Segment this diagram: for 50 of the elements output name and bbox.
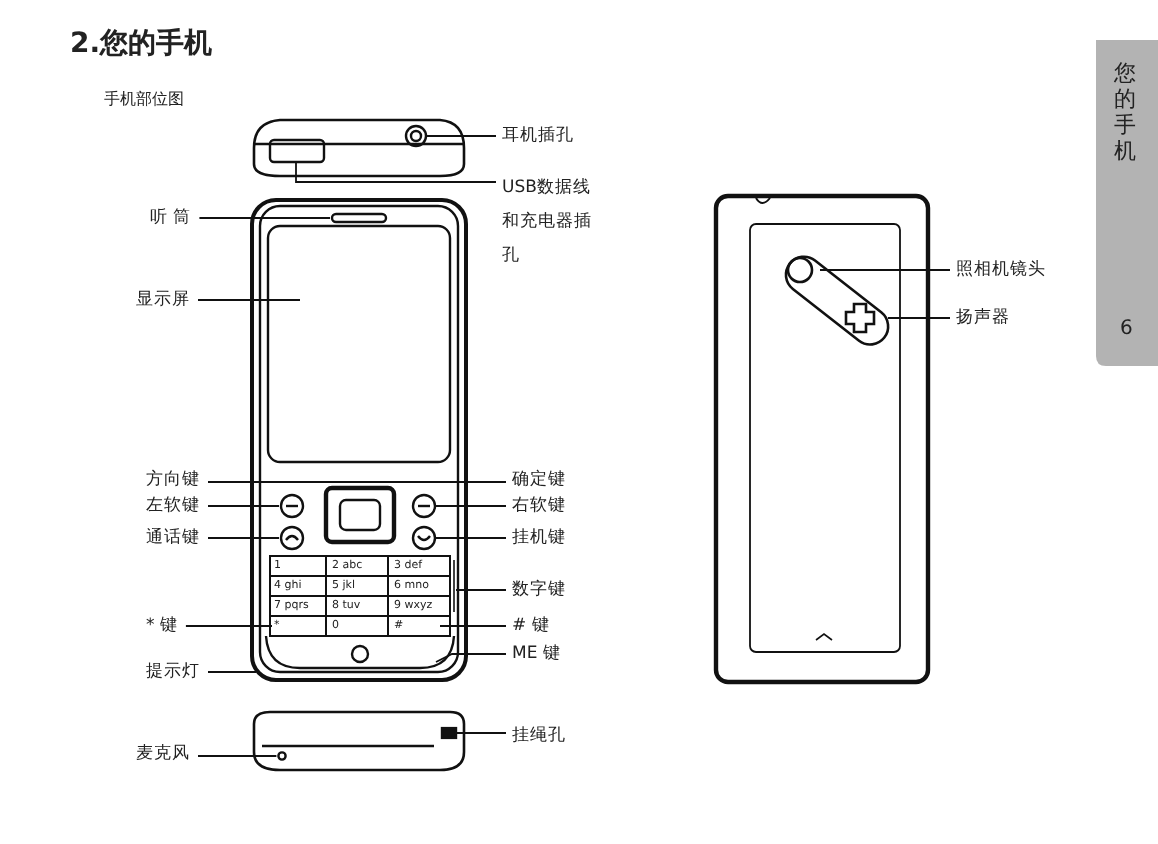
leader-line <box>455 589 507 591</box>
leader-line <box>435 653 507 663</box>
microphone-hole <box>277 751 287 761</box>
part-label: 挂机键 <box>512 528 566 548</box>
soft-key <box>279 493 305 519</box>
figure-caption: 手机部位图 <box>104 90 184 110</box>
end-key <box>411 525 437 551</box>
part-label: 麦克风 <box>136 744 190 764</box>
leader-line <box>359 481 507 483</box>
part-label: 挂绳孔 <box>512 726 566 746</box>
part-label: 通话键 <box>146 528 200 548</box>
leader-line <box>434 505 507 507</box>
leader-line <box>425 135 497 137</box>
part-label: ME 键 <box>512 644 561 664</box>
leader-line <box>207 671 257 673</box>
call-key <box>279 525 305 551</box>
leader-line <box>207 481 361 483</box>
part-label: * 键 <box>146 616 178 636</box>
part-label: 听 筒 <box>150 208 192 228</box>
usb-port <box>268 138 326 164</box>
lanyard-hole <box>440 726 458 740</box>
part-label: # 键 <box>512 616 550 636</box>
part-label: 耳机插孔 <box>502 126 574 146</box>
part-label: USB数据线和充电器插孔 <box>502 172 594 274</box>
soft-key <box>411 493 437 519</box>
leader-line <box>197 755 278 757</box>
part-label: 方向键 <box>146 470 200 490</box>
part-label: 照相机镜头 <box>956 260 1046 280</box>
part-label: 左软键 <box>146 496 200 516</box>
headphone-jack <box>404 124 428 148</box>
leader-line <box>819 269 951 271</box>
page-number: 6 <box>1120 320 1133 340</box>
leader-line <box>434 537 507 539</box>
part-label: 数字键 <box>512 580 566 600</box>
leader-line <box>455 732 507 734</box>
leader-line <box>197 299 301 301</box>
part-label: 提示灯 <box>146 662 200 682</box>
leader-line <box>185 625 273 627</box>
leader-line <box>887 317 951 319</box>
part-label: 显示屏 <box>136 290 190 310</box>
section-tab-label: 您的手机 <box>1114 60 1138 164</box>
leader-line <box>198 217 331 219</box>
leader-line <box>207 537 280 539</box>
leader-line <box>295 161 497 183</box>
part-label: 右软键 <box>512 496 566 516</box>
leader-line <box>207 505 280 507</box>
leader-line <box>439 625 507 627</box>
part-label: 确定键 <box>512 470 566 490</box>
page-title: 2.您的手机 <box>70 28 213 60</box>
part-label: 扬声器 <box>956 308 1010 328</box>
